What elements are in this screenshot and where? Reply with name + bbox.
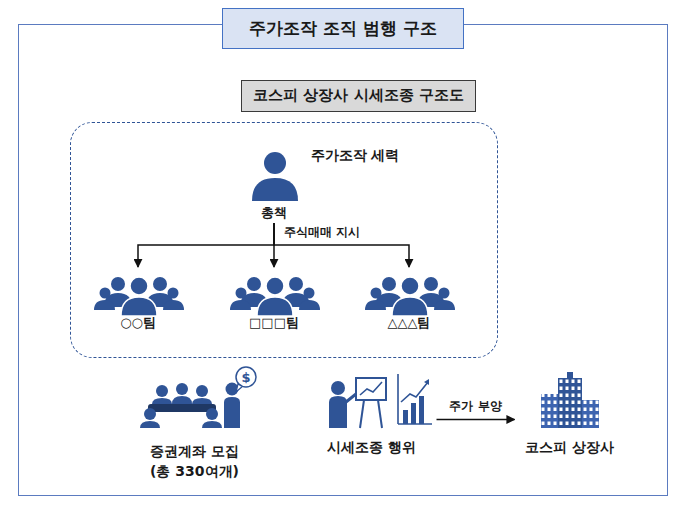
currency-symbol: $ (241, 370, 250, 385)
subtitle-box: 코스피 상장사 시세조종 구조도 (241, 80, 476, 112)
meeting-icon (144, 408, 156, 420)
team-node: □□□팀 (229, 267, 319, 333)
presenter-icon (329, 396, 347, 428)
presenter-icon (401, 382, 428, 402)
connector-arrow (437, 419, 515, 421)
account-node: 증권계좌 모집 (총 330여개) (125, 370, 265, 482)
team-node: ○○팀 (93, 267, 183, 333)
building-icon (582, 400, 599, 428)
node-label: □□□팀 (249, 314, 299, 333)
presenter-icon (356, 378, 386, 400)
group-label: 주가조작 세력 (311, 147, 400, 165)
node-label: 총책 (261, 204, 287, 223)
node-label: 증권계좌 모집 (총 330여개) (143, 441, 247, 482)
presenter-icon (411, 403, 416, 424)
meeting-icon (140, 367, 256, 428)
boss-person-icon (264, 152, 286, 174)
meeting-icon (156, 385, 168, 397)
team-group-icon (94, 277, 184, 316)
meeting-icon (196, 385, 208, 397)
boss-person-icon (252, 152, 298, 201)
edge-label: 주가 부양 (447, 398, 503, 415)
presenter-icon (331, 381, 345, 395)
meeting-icon (140, 421, 160, 428)
presenter-icon (360, 382, 382, 395)
meeting-icon (148, 404, 216, 412)
node-label: ○○팀 (120, 314, 156, 333)
presenter-icon (397, 374, 399, 424)
building-icon (541, 372, 599, 428)
meeting-icon (176, 383, 188, 395)
meeting-icon (224, 397, 240, 428)
meeting-icon (206, 408, 218, 420)
edge-label: 주식매매 지시 (282, 224, 362, 241)
node-label: 시세조종 행위 (327, 437, 416, 457)
team-group-icon (365, 277, 455, 316)
presenter-icon (346, 394, 356, 402)
presenter-icon (403, 410, 408, 424)
building-icon (558, 378, 582, 428)
meeting-icon (152, 398, 172, 404)
connector-arrow (138, 223, 274, 267)
presenter-icon (378, 400, 382, 428)
presenter-icon (424, 379, 429, 385)
connector-arrow (274, 223, 409, 267)
node-label: △△△팀 (388, 314, 431, 333)
person-node: 총책 (244, 147, 304, 223)
subtitle-text: 코스피 상장사 시세조종 구조도 (253, 86, 464, 105)
presenter-icon (360, 400, 364, 428)
team-node: △△△팀 (364, 267, 454, 333)
company-node: 코스피 상장사 (515, 370, 625, 458)
boss-person-icon (252, 178, 298, 201)
meeting-icon (172, 396, 192, 404)
building-icon (541, 394, 558, 428)
building-icon (567, 372, 573, 378)
meeting-icon (202, 421, 222, 428)
building-icon (582, 400, 599, 428)
building-icon (541, 394, 558, 428)
meeting-icon (192, 398, 212, 404)
presenter-icon (419, 396, 424, 424)
presenter-icon (329, 374, 432, 428)
team-group-icon (230, 277, 320, 316)
node-label: 코스피 상장사 (525, 437, 614, 457)
outer-frame: 주가조작 조직 범행 구조코스피 상장사 시세조종 구조도주가조작 세력총책○○… (18, 24, 668, 496)
building-icon (558, 378, 582, 428)
meeting-icon (236, 367, 256, 387)
action-node: 시세조종 행위 (307, 370, 437, 458)
title-heading: 주가조작 조직 범행 구조 (222, 8, 464, 49)
